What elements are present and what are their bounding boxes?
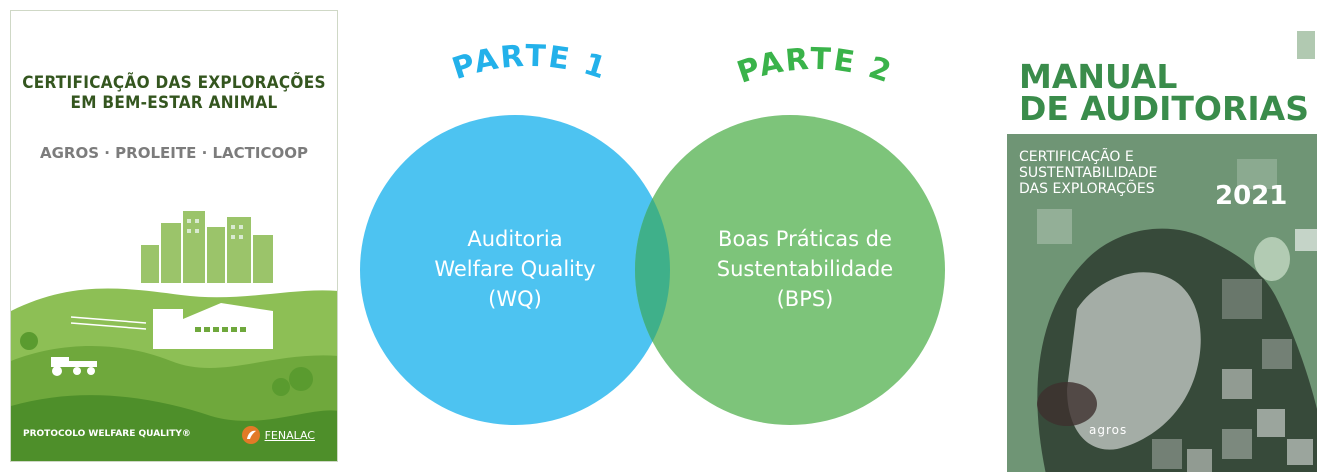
fenalac-icon: [241, 426, 260, 444]
left-cover-title-line2: EM BEM-ESTAR ANIMAL: [70, 93, 278, 113]
part1-label: Auditoria Welfare Quality (WQ): [405, 224, 625, 314]
right-cover-subtitle-line1: CERTIFICAÇÃO E: [1019, 149, 1134, 165]
part2-label-line3: (BPS): [776, 287, 834, 311]
left-book-cover: CERTIFICAÇÃO DAS EXPLORAÇÕES EM BEM-ESTA…: [10, 10, 338, 462]
part2-label: Boas Práticas de Sustentabilidade (BPS): [675, 224, 935, 314]
part2-label-line1: Boas Práticas de: [718, 227, 892, 251]
right-book-cover: MANUAL DE AUDITORIAS CERTIFICAÇÃO E SUST…: [1007, 9, 1317, 472]
right-cover-title: MANUAL DE AUDITORIAS: [1019, 57, 1309, 128]
right-cover-title-line2: DE AUDITORIAS: [1019, 89, 1309, 128]
left-cover-subtitle: AGROS · PROLEITE · LACTICOOP: [40, 144, 308, 162]
agros-logo: agros: [1089, 423, 1128, 437]
part1-circle: [360, 115, 670, 425]
right-cover-subtitle-line2: SUSTENTABILIDADE: [1019, 165, 1158, 181]
protocol-label: PROTOCOLO WELFARE QUALITY®: [23, 429, 191, 439]
right-cover-subtitle: CERTIFICAÇÃO E SUSTENTABILIDADE DAS EXPL…: [1019, 149, 1157, 197]
part1-label-line1: Auditoria: [467, 227, 563, 251]
part1-label-line2: Welfare Quality: [434, 257, 596, 281]
cow-background-image: [1007, 9, 1317, 472]
part2-circle: [635, 115, 945, 425]
left-cover-title-line1: CERTIFICAÇÃO DAS EXPLORAÇÕES: [22, 73, 326, 93]
right-cover-title-line1: MANUAL: [1019, 57, 1178, 96]
right-cover-subtitle-line3: DAS EXPLORAÇÕES: [1019, 181, 1155, 197]
right-cover-year: 2021: [1215, 181, 1288, 211]
part2-heading: PARTE 2: [733, 42, 897, 91]
fenalac-logo-text: FENALAC: [264, 428, 315, 442]
left-cover-title: CERTIFICAÇÃO DAS EXPLORAÇÕES EM BEM-ESTA…: [11, 73, 337, 113]
part2-label-line2: Sustentabilidade: [716, 257, 894, 281]
part1-label-line3: (WQ): [488, 287, 542, 311]
farm-landscape-illustration: [11, 211, 337, 461]
venn-diagram: PARTE 1 PARTE 2 Auditoria Welfare Qualit…: [355, 30, 975, 450]
part1-heading: PARTE 1: [448, 39, 612, 87]
venn-shapes: PARTE 1 PARTE 2: [360, 39, 945, 425]
fenalac-logo: FENALAC: [241, 425, 315, 445]
